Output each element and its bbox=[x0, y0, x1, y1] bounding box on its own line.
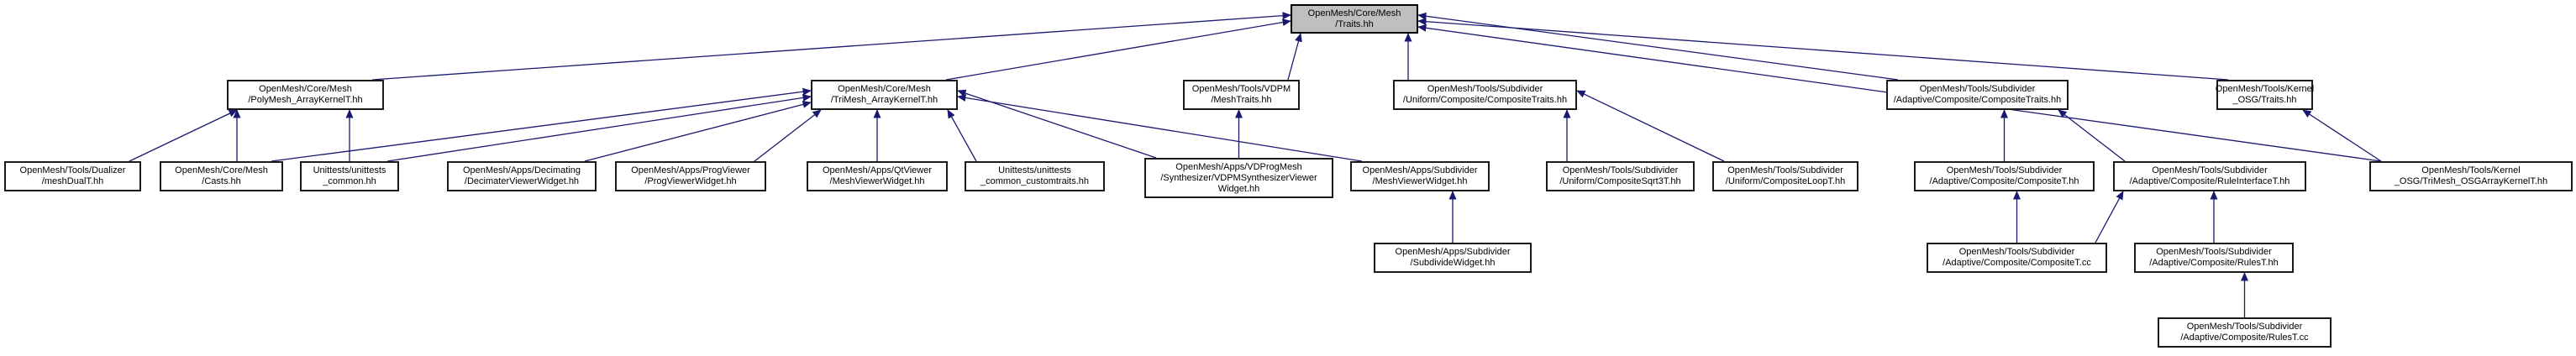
edge-meshdualt-to-polymesh_arraykernelt bbox=[129, 109, 238, 162]
node-kernelosg_traits[interactable]: OpenMesh/Tools/Kernel_OSG/Traits.hh bbox=[2215, 80, 2315, 110]
node-label-line: _common.hh bbox=[323, 176, 376, 186]
node-label-line: /meshDualT.hh bbox=[41, 176, 104, 186]
edge-unittests_common_customtraits-to-trimesh_arraykernelt bbox=[947, 109, 977, 162]
node-label-line: OpenMesh/Tools/Subdivider bbox=[2186, 322, 2303, 332]
node-label-line: /MeshViewerWidget.hh bbox=[829, 176, 925, 186]
edge-progviewerwidget-to-trimesh_arraykernelt bbox=[754, 109, 822, 162]
edge-decimaterviewerwidget-to-trimesh_arraykernelt bbox=[584, 101, 812, 162]
node-label-line: /DecimaterViewerWidget.hh bbox=[464, 176, 580, 186]
node-meshdualt[interactable]: OpenMesh/Tools/Dualizer/meshDualT.hh bbox=[4, 161, 141, 191]
node-unittests_common_customtraits[interactable]: Unittests/unittests_common_customtraits.… bbox=[965, 161, 1105, 191]
node-label-line: OpenMesh/Tools/Dualizer bbox=[19, 165, 126, 175]
node-label-line: /Traits.hh bbox=[1335, 18, 1374, 29]
node-label-line: /Adaptive/Composite/RulesT.cc bbox=[2180, 332, 2309, 343]
edge-kernelosg_traits-to-traits bbox=[1417, 18, 2229, 81]
node-label-line: OpenMesh/Tools/VDPM bbox=[1191, 84, 1291, 94]
node-adaptive_compositetraits[interactable]: OpenMesh/Tools/Subdivider/Adaptive/Compo… bbox=[1886, 80, 2069, 110]
node-label-line: OpenMesh/Core/Mesh bbox=[1307, 8, 1401, 18]
node-label-line: _common_customtraits.hh bbox=[980, 176, 1089, 186]
node-label-line: /Uniform/CompositeSqrt3T.hh bbox=[1559, 176, 1681, 186]
node-label-line: /Adaptive/Composite/CompositeT.cc bbox=[1943, 258, 2091, 268]
node-uniform_compositetraits[interactable]: OpenMesh/Tools/Subdivider/Uniform/Compos… bbox=[1393, 80, 1577, 110]
node-label-line: _OSG/TriMesh_OSGArrayKernelT.hh bbox=[2394, 176, 2548, 186]
node-adaptive_compositet_hh[interactable]: OpenMesh/Tools/Subdivider/Adaptive/Compo… bbox=[1914, 161, 2095, 191]
node-label-line: /PolyMesh_ArrayKernelT.hh bbox=[248, 95, 363, 105]
node-rulest_hh[interactable]: OpenMesh/Tools/Subdivider/Adaptive/Compo… bbox=[2134, 243, 2294, 273]
node-label-line: /Adaptive/Composite/RulesT.hh bbox=[2149, 258, 2279, 268]
edge-polymesh_arraykernelt-to-traits bbox=[371, 12, 1291, 81]
node-label-line: /SubdivideWidget.hh bbox=[1410, 258, 1496, 268]
node-trimesh_arraykernelt[interactable]: OpenMesh/Core/Mesh/TriMesh_ArrayKernelT.… bbox=[811, 80, 958, 110]
node-label-line: OpenMesh/Tools/Subdivider bbox=[1427, 84, 1543, 94]
node-traits: OpenMesh/Core/Mesh/Traits.hh bbox=[1291, 4, 1418, 34]
node-qtviewer_meshviewerwidget[interactable]: OpenMesh/Apps/QtViewer/MeshViewerWidget.… bbox=[807, 161, 948, 191]
node-label-line: /Uniform/Composite/CompositeTraits.hh bbox=[1402, 95, 1568, 105]
node-label-line: /Synthesizer/VDPMSynthesizerViewer bbox=[1160, 172, 1317, 183]
node-polymesh_arraykernelt[interactable]: OpenMesh/Core/Mesh/PolyMesh_ArrayKernelT… bbox=[227, 80, 384, 110]
node-vdpmsynthesizerviewerwidget[interactable]: OpenMesh/Apps/VDProgMesh/Synthesizer/VDP… bbox=[1144, 158, 1333, 198]
edge-unittests_common-to-trimesh_arraykernelt bbox=[386, 93, 812, 162]
node-label-line: OpenMesh/Core/Mesh bbox=[838, 84, 931, 94]
edge-subdivider_meshviewerwidget-to-trimesh_arraykernelt bbox=[957, 94, 1363, 162]
node-label-line: OpenMesh/Apps/VDProgMesh bbox=[1175, 161, 1302, 172]
node-label-line: Unittests/unittests bbox=[313, 165, 386, 175]
edge-compositet_cc-to-ruleinterfacet bbox=[2095, 191, 2124, 243]
node-label-line: /Adaptive/Composite/CompositeTraits.hh bbox=[1893, 95, 2062, 105]
node-label-line: /TriMesh_ArrayKernelT.hh bbox=[830, 95, 938, 105]
node-compositesqrt3t[interactable]: OpenMesh/Tools/Subdivider/Uniform/Compos… bbox=[1546, 161, 1695, 191]
node-label-line: OpenMesh/Apps/Subdivider bbox=[1362, 165, 1478, 175]
edge-vdpmsynthesizerviewerwidget-to-trimesh_arraykernelt bbox=[957, 89, 1157, 159]
node-progviewerwidget[interactable]: OpenMesh/Apps/ProgViewer/ProgViewerWidge… bbox=[615, 161, 766, 191]
node-label-line: OpenMesh/Tools/Subdivider bbox=[1958, 247, 2075, 257]
node-label-line: OpenMesh/Apps/QtViewer bbox=[822, 165, 933, 175]
node-subdividewidget[interactable]: OpenMesh/Apps/Subdivider/SubdivideWidget… bbox=[1374, 243, 1532, 273]
node-label-line: OpenMesh/Tools/Subdivider bbox=[1919, 84, 2036, 94]
node-label-line: /Adaptive/Composite/RuleInterfaceT.hh bbox=[2129, 176, 2290, 186]
edge-trimesh_osgarraykernelt-to-kernelosg_traits bbox=[2302, 109, 2382, 162]
node-vdpm_meshtraits[interactable]: OpenMesh/Tools/VDPM/MeshTraits.hh bbox=[1183, 80, 1300, 110]
node-label-line: OpenMesh/Tools/Subdivider bbox=[1727, 165, 1843, 175]
node-ruleinterfacet[interactable]: OpenMesh/Tools/Subdivider/Adaptive/Compo… bbox=[2113, 161, 2306, 191]
node-label-line: OpenMesh/Apps/Subdivider bbox=[1395, 247, 1511, 257]
node-label-line: OpenMesh/Core/Mesh bbox=[175, 165, 268, 175]
edge-compositeloopt-to-uniform_compositetraits bbox=[1576, 90, 1725, 162]
node-label-line: OpenMesh/Tools/Kernel bbox=[2421, 165, 2521, 175]
node-decimaterviewerwidget[interactable]: OpenMesh/Apps/Decimating/DecimaterViewer… bbox=[447, 161, 597, 191]
edge-adaptive_compositetraits-to-traits bbox=[1417, 12, 1899, 81]
node-label-line: OpenMesh/Tools/Kernel bbox=[2215, 84, 2315, 94]
node-label-line: OpenMesh/Tools/Subdivider bbox=[2156, 247, 2272, 257]
node-label-line: _OSG/Traits.hh bbox=[2232, 95, 2297, 105]
node-label-line: /Adaptive/Composite/CompositeT.hh bbox=[1929, 176, 2079, 186]
node-label-line: OpenMesh/Apps/ProgViewer bbox=[631, 165, 750, 175]
node-subdivider_meshviewerwidget[interactable]: OpenMesh/Apps/Subdivider/MeshViewerWidge… bbox=[1350, 161, 1490, 191]
edge-ruleinterfacet-to-adaptive_compositetraits bbox=[2058, 109, 2126, 162]
node-label-line: /MeshViewerWidget.hh bbox=[1372, 176, 1468, 186]
node-unittests_common[interactable]: Unittests/unittests_common.hh bbox=[300, 161, 399, 191]
edge-vdpm_meshtraits-to-traits bbox=[1287, 33, 1302, 81]
node-label-line: OpenMesh/Core/Mesh bbox=[259, 84, 352, 94]
node-casts[interactable]: OpenMesh/Core/Mesh/Casts.hh bbox=[160, 161, 283, 191]
node-label-line: OpenMesh/Apps/Decimating bbox=[462, 165, 581, 175]
node-trimesh_osgarraykernelt[interactable]: OpenMesh/Tools/Kernel_OSG/TriMesh_OSGArr… bbox=[2369, 161, 2573, 191]
node-label-line: OpenMesh/Tools/Subdivider bbox=[1946, 165, 2063, 175]
edge-trimesh_arraykernelt-to-traits bbox=[945, 18, 1291, 81]
node-label-line: /ProgViewerWidget.hh bbox=[644, 176, 737, 186]
node-compositeloopt[interactable]: OpenMesh/Tools/Subdivider/Uniform/Compos… bbox=[1712, 161, 1858, 191]
node-rulest_cc[interactable]: OpenMesh/Tools/Subdivider/Adaptive/Compo… bbox=[2158, 317, 2332, 348]
node-label-line: Widget.hh bbox=[1217, 183, 1260, 194]
node-label-line: Unittests/unittests bbox=[998, 165, 1071, 175]
node-label-line: /MeshTraits.hh bbox=[1211, 95, 1272, 105]
node-label-line: /Casts.hh bbox=[202, 176, 241, 186]
node-label-line: OpenMesh/Tools/Subdivider bbox=[2152, 165, 2268, 175]
node-label-line: OpenMesh/Tools/Subdivider bbox=[1562, 165, 1679, 175]
node-label-line: /Uniform/CompositeLoopT.hh bbox=[1725, 176, 1846, 186]
node-compositet_cc[interactable]: OpenMesh/Tools/Subdivider/Adaptive/Compo… bbox=[1927, 243, 2107, 273]
